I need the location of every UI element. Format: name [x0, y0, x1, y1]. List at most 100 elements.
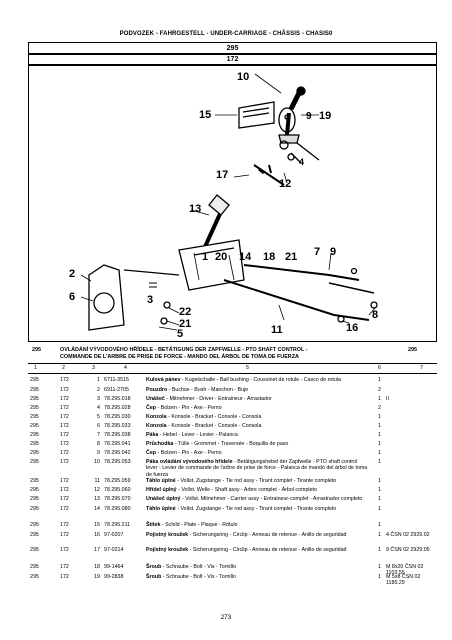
row-quantity: 1 [378, 547, 381, 553]
row-part-name: Šroub [146, 564, 162, 570]
row-group: 295 [30, 532, 39, 538]
row-translations: - Kugelschalle - Ball bushing - Coussine… [180, 377, 341, 383]
section-number-right: 295 [408, 347, 417, 353]
row-position: 10 [94, 459, 100, 465]
callout-3: 3 [147, 294, 153, 306]
col-2: 2 [62, 365, 65, 371]
row-position: 3 [97, 396, 100, 402]
row-part-name: Unášeč [146, 396, 165, 402]
row-subgroup: 172 [60, 432, 69, 438]
row-part-number: 78.295.038 [104, 432, 131, 438]
row-description: Táhlo úplné - Vollst. Zugstange - Tie ro… [146, 506, 368, 512]
row-description: Šroub - Schraube - Bolt - Vis - Tornillo [146, 564, 368, 570]
col-7: 7 [420, 365, 423, 371]
callout-1: 1 [202, 251, 208, 263]
col-5: 5 [246, 365, 249, 371]
row-group: 295 [30, 377, 39, 383]
row-description: Pojistný kroužek - Sicherungsring - Circ… [146, 547, 368, 553]
row-description: Páka ovládání vývodového hřídele - Betät… [146, 459, 368, 478]
row-description: Páka - Hebel - Lever - Levier - Palanca [146, 432, 368, 438]
row-note: II [386, 396, 389, 402]
row-group: 295 [30, 496, 39, 502]
row-part-number: 6911-2705 [104, 387, 129, 393]
callout-8: 8 [372, 309, 378, 321]
row-group: 295 [30, 459, 39, 465]
row-part-name: Konzola [146, 414, 167, 420]
row-part-name: Čep [146, 405, 157, 411]
row-position: 5 [97, 414, 100, 420]
row-subgroup: 172 [60, 574, 69, 580]
callout-10: 10 [237, 71, 249, 83]
row-translations: - Schraube - Bolt - Vis - Tornillo [161, 574, 236, 580]
row-subgroup: 172 [60, 387, 69, 393]
row-description: Hřídel úplný - Vollst. Welle - Shaft ass… [146, 487, 368, 493]
row-part-name: Pouzdro [146, 387, 168, 393]
row-description: Pouzdro - Buchse - Bush - Manchon - Buje [146, 387, 368, 393]
row-subgroup: 172 [60, 496, 69, 502]
row-position: 2 [97, 387, 100, 393]
row-quantity: 2 [378, 387, 381, 393]
row-position: 9 [97, 450, 100, 456]
row-subgroup: 172 [60, 547, 69, 553]
row-part-name: Táhlo úplné [146, 506, 176, 512]
callout-19: 19 [319, 110, 331, 122]
row-quantity: 1 [378, 478, 381, 484]
row-quantity: 1 [378, 496, 381, 502]
section-title-line1: OVLÁDÁNÍ VÝVODOVÉHO HŘÍDELE - BETÄTIGUNG… [60, 347, 308, 353]
row-part-name: Průchodka [146, 441, 174, 447]
row-subgroup: 172 [60, 506, 69, 512]
row-quantity: 1 [378, 506, 381, 512]
callout-12: 12 [279, 178, 291, 190]
row-position: 12 [94, 487, 100, 493]
row-subgroup: 172 [60, 377, 69, 383]
row-part-number: 78.295.080 [104, 506, 131, 512]
row-translations: - Sicherungsring - Circlip - Anneau de r… [188, 547, 347, 553]
row-subgroup: 172 [60, 478, 69, 484]
row-quantity: 1 [378, 423, 381, 429]
row-part-name: Páka [146, 432, 159, 438]
row-quantity: 1 [378, 432, 381, 438]
row-description: Konzola - Konsole - Bracket - Console - … [146, 414, 368, 420]
col-3: 3 [92, 365, 95, 371]
row-group: 295 [30, 487, 39, 493]
col-6: 6 [378, 365, 381, 371]
row-group: 295 [30, 405, 39, 411]
row-quantity: 1 [378, 441, 381, 447]
callout-5: 5 [177, 328, 183, 340]
row-group: 295 [30, 506, 39, 512]
row-translations: - Bolzen - Pin - Axe - Perno [156, 450, 222, 456]
callout-9a: 9 [306, 111, 312, 122]
row-part-number: 97-0214 [104, 547, 124, 553]
row-group: 295 [30, 432, 39, 438]
row-group: 295 [30, 564, 39, 570]
row-translations: - Bolzen - Pin - Axe - Perno [156, 405, 222, 411]
section-number: 295 [32, 347, 41, 353]
row-subgroup: 172 [60, 564, 69, 570]
callout-22: 22 [179, 306, 191, 318]
callout-7: 7 [314, 246, 320, 258]
row-group: 295 [30, 547, 39, 553]
row-subgroup: 172 [60, 414, 69, 420]
row-quantity: 1 [378, 574, 381, 580]
row-quantity: 1 [378, 377, 381, 383]
callout-21b: 21 [179, 318, 191, 330]
callout-17: 17 [216, 169, 228, 181]
row-part-number: 78.295.033 [104, 423, 131, 429]
row-part-number: 78.295.042 [104, 450, 131, 456]
callout-21a: 21 [285, 251, 297, 263]
row-part-name: Konzola [146, 423, 167, 429]
row-part-number: 78.295.059 [104, 478, 131, 484]
row-part-number: 97-0207 [104, 532, 124, 538]
row-quantity: 1 [378, 414, 381, 420]
callout-13: 13 [189, 203, 201, 215]
row-translations: - Tülle - Grommet - Traversée - Boquilla… [173, 441, 289, 447]
row-translations: - Vollst. Zugstange - Tie rod assy - Tir… [175, 506, 337, 512]
row-group: 295 [30, 574, 39, 580]
row-translations: - Konsole - Bracket - Console - Consola [166, 414, 262, 420]
column-header-row: 1 2 3 4 5 6 7 [28, 363, 437, 374]
row-position: 11 [94, 478, 101, 484]
row-part-name: Hřídel úplný [146, 487, 177, 493]
row-description: Unášeč úplný - Vollst. Mitnehmer - Carri… [146, 496, 368, 502]
row-subgroup: 172 [60, 487, 69, 493]
row-part-name: Štítek [146, 522, 161, 528]
